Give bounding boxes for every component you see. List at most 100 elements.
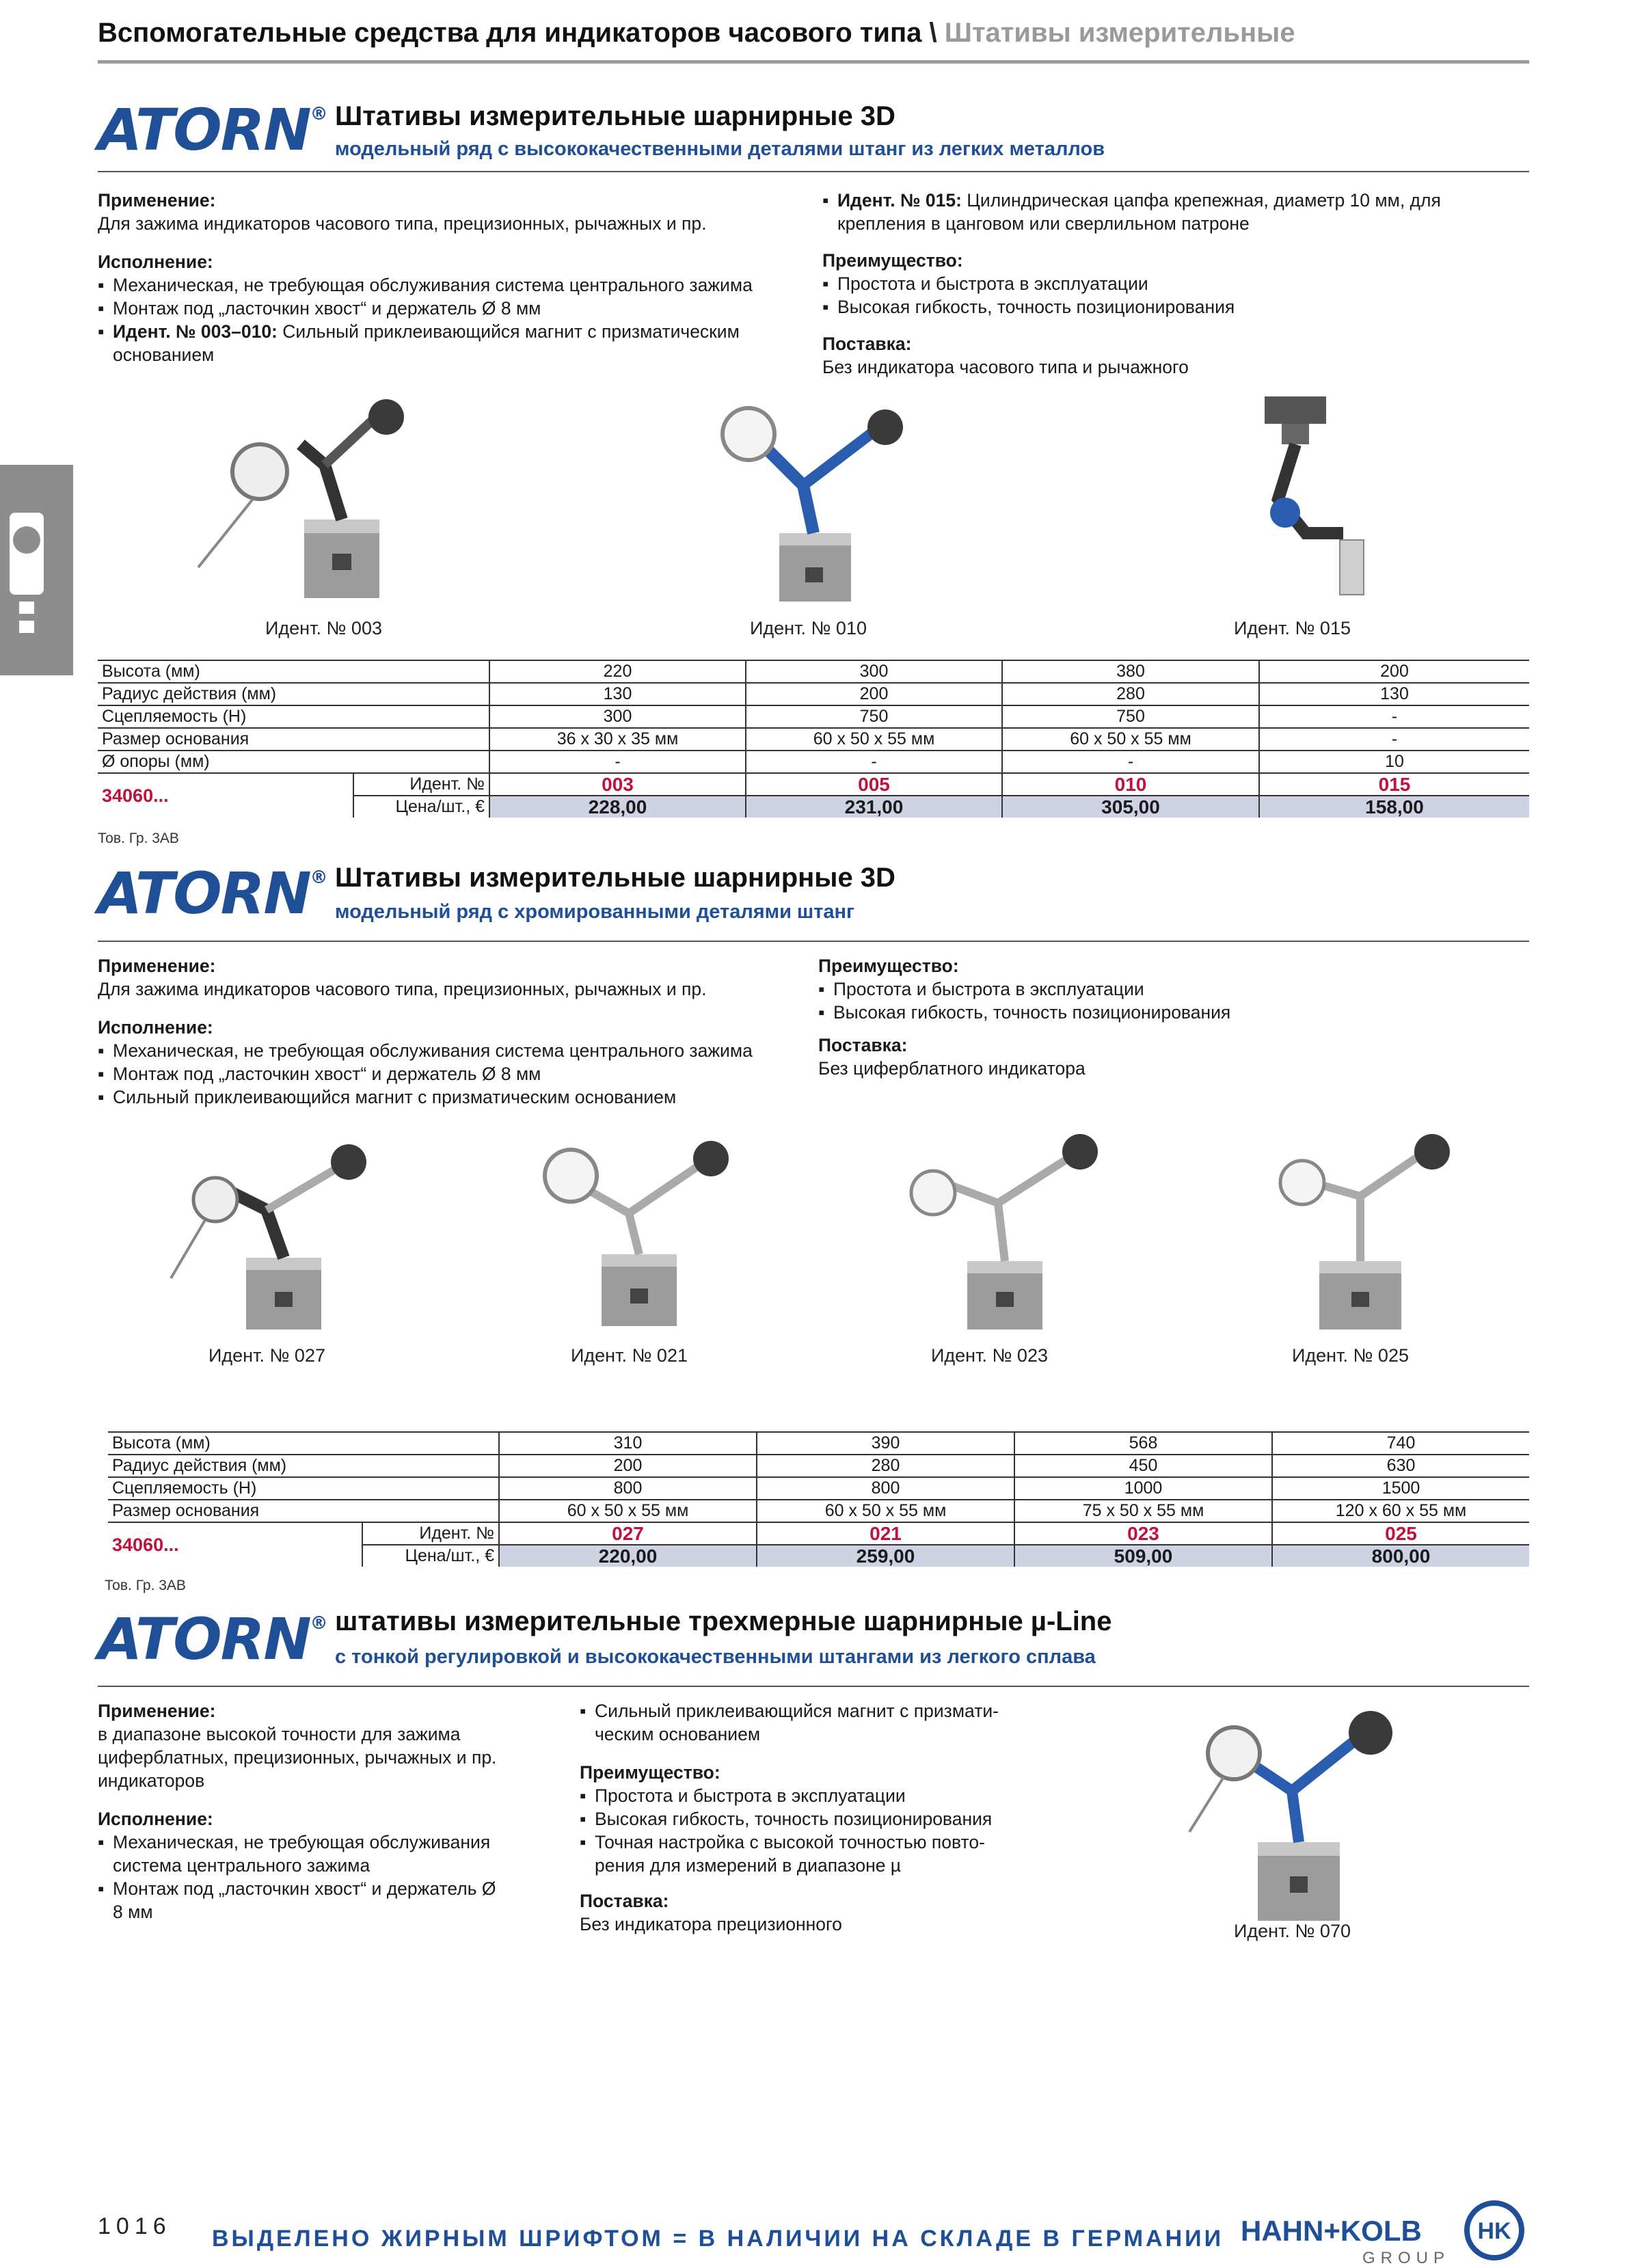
- design-item: Сильный приклеивающийся магнит с призмат…: [98, 1085, 809, 1109]
- section-right-text: Идент. № 015: Цилиндрическая цапфа крепе…: [822, 189, 1506, 379]
- side-tab: [0, 465, 73, 675]
- stock-note: ВЫДЕЛЕНО ЖИРНЫМ ШРИФТОМ = В НАЛИЧИИ НА С…: [212, 2226, 1224, 2252]
- delivery-text: Без циферблатного индикатора: [818, 1058, 1086, 1079]
- design-item: Механическая, не требующая обслуживанияс…: [98, 1831, 549, 1877]
- section-subtitle: с тонкой регулировкой и высококачественн…: [335, 1646, 1096, 1668]
- design-item: Механическая, не требующая обслуживания …: [98, 1039, 809, 1062]
- product-image-015: [1265, 396, 1364, 595]
- design-heading: Исполнение:: [98, 1017, 213, 1038]
- design-item: Монтаж под „ласточкин хвост“ и держатель…: [98, 1877, 549, 1923]
- section-mid-text: Сильный приклеивающийся магнит с призмат…: [580, 1699, 1058, 1936]
- header-title: Вспомогательные средства для индикаторов…: [98, 18, 922, 48]
- section-subtitle: модельный ряд с хромированными деталями …: [335, 901, 855, 923]
- caption-025: Идент. № 025: [1292, 1345, 1409, 1366]
- section-left-text: Применение: в диапазоне высокой точности…: [98, 1699, 549, 1923]
- design-heading: Исполнение:: [98, 252, 213, 272]
- design-item: Монтаж под „ласточкин хвост“ и держатель…: [98, 297, 809, 320]
- atorn-logo: ATORN®: [98, 96, 328, 163]
- header-rule: [98, 60, 1529, 64]
- delivery-text: Без индикатора прецизионного: [580, 1914, 842, 1934]
- application-text: Для зажима индикаторов часового типа, пр…: [98, 213, 707, 234]
- product-image-003: [197, 399, 404, 598]
- atorn-logo: ATORN®: [98, 1606, 328, 1673]
- design-item: Механическая, не требующая обслуживания …: [98, 273, 809, 297]
- delivery-text: Без индикатора часового типа и рычажного: [822, 357, 1189, 377]
- caption-010: Идент. № 010: [750, 618, 867, 638]
- design-item-bold: Идент. № 003–010: Сильный приклеивающийс…: [98, 320, 809, 366]
- article-number: 34060...: [102, 785, 169, 806]
- section-left-text: Применение: Для зажима индикаторов часов…: [98, 189, 809, 366]
- section-rule: [98, 1686, 1529, 1687]
- advantage-item: Простота и быстрота в эксплуатации: [580, 1784, 1058, 1807]
- advantage-heading: Преимущество:: [580, 1762, 720, 1783]
- caption-015: Идент. № 015: [1234, 618, 1351, 638]
- advantage-item: Простота и быстрота в эксплуатации: [822, 272, 1506, 295]
- hahn-kolb-logo: HK: [1464, 2200, 1524, 2260]
- product-image-070: [1188, 1711, 1392, 1921]
- application-text: Для зажима индикаторов часового типа, пр…: [98, 979, 707, 999]
- mount-item-bold: Идент. № 015: Цилиндрическая цапфа крепе…: [822, 189, 1506, 235]
- section-title: штативы измерительные трехмерные шарнирн…: [335, 1606, 1112, 1636]
- advantage-item: Высокая гибкость, точность позиционирова…: [818, 1001, 1502, 1024]
- caption-027: Идент. № 027: [208, 1345, 325, 1366]
- section-rule: [98, 171, 1529, 172]
- application-heading: Применение:: [98, 190, 216, 211]
- svg-text:HK: HK: [1477, 2218, 1511, 2244]
- application-line: в диапазоне высокой точности для зажима: [98, 1724, 461, 1744]
- product-image-025: [1278, 1134, 1450, 1329]
- application-line: индикаторов: [98, 1770, 205, 1791]
- magnet-item: Сильный приклеивающийся магнит с призмат…: [580, 1699, 1058, 1746]
- article-number: 34060...: [112, 1534, 179, 1555]
- application-heading: Применение:: [98, 1701, 216, 1721]
- product-image-010: [720, 406, 903, 602]
- product-group: Тов. Гр. 3AB: [98, 831, 179, 846]
- section-title: Штативы измерительные шарнирные 3D: [335, 863, 895, 893]
- application-heading: Применение:: [98, 956, 216, 976]
- brand-group: GROUP: [1362, 2249, 1451, 2267]
- section-right-text: Преимущество: Простота и быстрота в эксп…: [818, 954, 1502, 1080]
- header-separator: \: [929, 18, 937, 48]
- brand-name: HAHN+KOLB: [1241, 2215, 1422, 2247]
- caption-003: Идент. № 003: [265, 618, 382, 638]
- design-item: Монтаж под „ласточкин хвост“ и держатель…: [98, 1062, 809, 1085]
- delivery-heading: Поставка:: [822, 334, 912, 354]
- delivery-heading: Поставка:: [818, 1035, 908, 1055]
- section-title: Штативы измерительные шарнирные 3D: [335, 101, 895, 131]
- advantage-item: Точная настройка с высокой точностью пов…: [580, 1831, 1058, 1877]
- product-image-027: [170, 1144, 366, 1329]
- product-image-021: [543, 1141, 729, 1326]
- design-heading: Исполнение:: [98, 1809, 213, 1829]
- delivery-heading: Поставка:: [580, 1891, 669, 1911]
- dial-indicator-icon: [10, 513, 44, 633]
- advantage-item: Высокая гибкость, точность позиционирова…: [580, 1807, 1058, 1831]
- caption-021: Идент. № 021: [571, 1345, 688, 1366]
- advantage-item: Простота и быстрота в эксплуатации: [818, 977, 1502, 1001]
- advantage-item: Высокая гибкость, точность позиционирова…: [822, 295, 1506, 319]
- atorn-logo: ATORN®: [98, 860, 328, 927]
- advantage-heading: Преимущество:: [822, 250, 963, 271]
- section-left-text: Применение: Для зажима индикаторов часов…: [98, 954, 809, 1109]
- caption-070: Идент. № 070: [1234, 1921, 1351, 1941]
- table-row: Ø опоры (мм)---10: [98, 751, 1529, 774]
- header-subtitle: Штативы измерительные: [944, 18, 1295, 48]
- section-subtitle: модельный ряд с высококачественными дета…: [335, 138, 1105, 160]
- page-header: Вспомогательные средства для индикаторов…: [98, 18, 1295, 49]
- page-number: 1016: [98, 2213, 172, 2239]
- advantage-heading: Преимущество:: [818, 956, 959, 976]
- product-image-023: [909, 1134, 1098, 1329]
- section-rule: [98, 941, 1529, 942]
- application-line: циферблатных, прецизионных, рычажных и п…: [98, 1747, 497, 1768]
